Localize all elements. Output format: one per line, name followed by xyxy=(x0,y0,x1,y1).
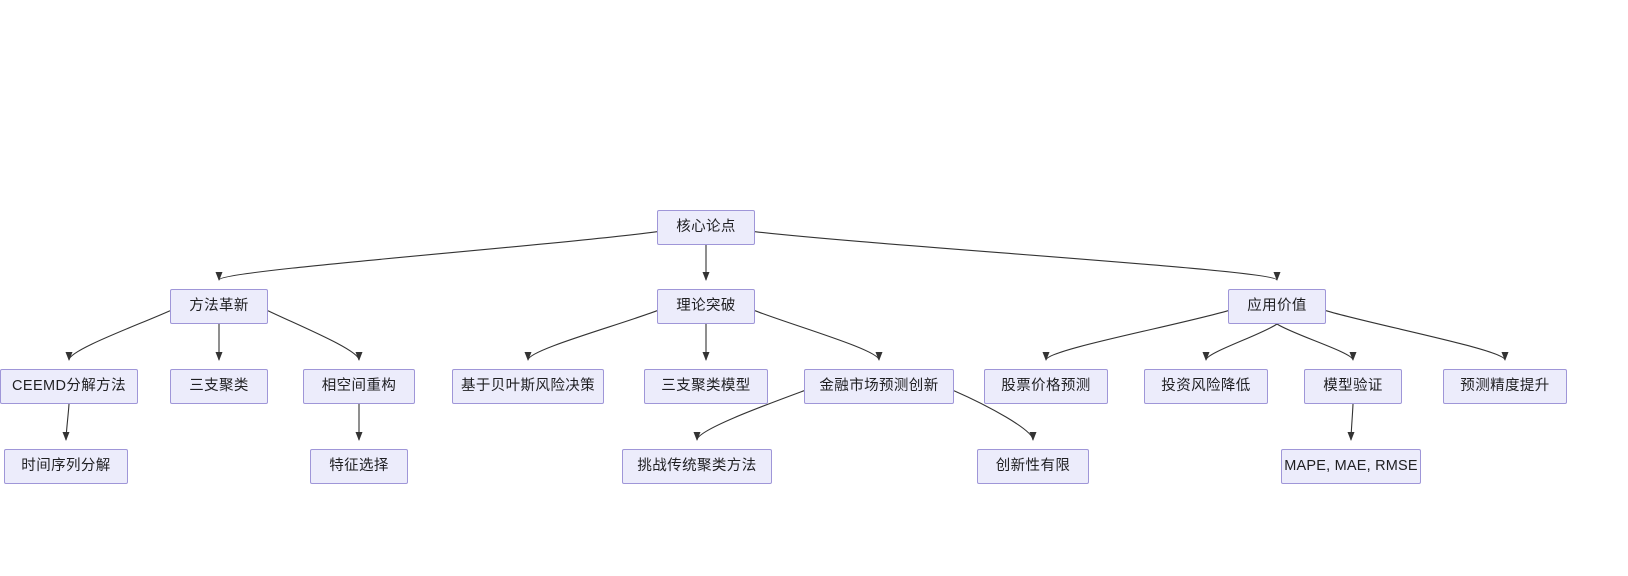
flow-edge-l1a-to-l2c xyxy=(267,310,363,361)
flow-edge-l1c-to-l2j xyxy=(1325,310,1509,361)
flow-edge-l1b-to-l2d xyxy=(524,310,658,361)
flow-node-label: 时间序列分解 xyxy=(21,458,111,475)
flow-node-label: 基于贝叶斯风险决策 xyxy=(460,378,596,395)
flow-node-l3b[interactable]: 特征选择 xyxy=(310,449,408,484)
flow-node-label: 挑战传统聚类方法 xyxy=(637,458,757,475)
flow-node-l1a[interactable]: 方法革新 xyxy=(170,289,268,324)
edge-paths xyxy=(62,231,1509,441)
flow-node-label: 金融市场预测创新 xyxy=(819,378,939,395)
flow-node-label: 三支聚类 xyxy=(189,378,249,395)
flow-node-l2i[interactable]: 模型验证 xyxy=(1304,369,1402,404)
flow-node-l1c[interactable]: 应用价值 xyxy=(1228,289,1326,324)
flow-edge-l1c-to-l2g xyxy=(1042,310,1229,361)
flow-node-label: 应用价值 xyxy=(1247,298,1307,315)
flow-edge-l1b-to-l2f xyxy=(754,310,883,361)
flow-node-label: 三支聚类模型 xyxy=(661,378,751,395)
flow-node-label: 核心论点 xyxy=(676,219,736,236)
flow-node-l2b[interactable]: 三支聚类 xyxy=(170,369,268,404)
flow-node-label: 方法革新 xyxy=(189,298,249,315)
flow-node-l2e[interactable]: 三支聚类模型 xyxy=(644,369,768,404)
flow-node-label: 相空间重构 xyxy=(321,378,397,395)
flow-edge-root-to-l1a xyxy=(215,231,658,281)
flow-node-l1b[interactable]: 理论突破 xyxy=(657,289,755,324)
flow-node-l3a[interactable]: 时间序列分解 xyxy=(4,449,128,484)
flow-node-l2f[interactable]: 金融市场预测创新 xyxy=(804,369,954,404)
flow-node-l3d[interactable]: 创新性有限 xyxy=(977,449,1089,484)
flow-node-label: 投资风险降低 xyxy=(1161,378,1251,395)
flow-node-label: 预测精度提升 xyxy=(1460,378,1550,395)
flow-node-label: MAPE, MAE, RMSE xyxy=(1284,458,1418,475)
flow-node-l3e[interactable]: MAPE, MAE, RMSE xyxy=(1281,449,1421,484)
flow-node-l2h[interactable]: 投资风险降低 xyxy=(1144,369,1268,404)
flow-node-l2a[interactable]: CEEMD分解方法 xyxy=(0,369,138,404)
flow-node-l2j[interactable]: 预测精度提升 xyxy=(1443,369,1567,404)
flow-node-root[interactable]: 核心论点 xyxy=(657,210,755,245)
flow-node-l2d[interactable]: 基于贝叶斯风险决策 xyxy=(452,369,604,404)
flow-node-label: 模型验证 xyxy=(1323,378,1383,395)
flow-node-label: 创新性有限 xyxy=(995,458,1071,475)
flow-edge-l2a-to-l3a xyxy=(62,403,70,441)
flow-edge-root-to-l1c xyxy=(754,231,1281,281)
flow-node-l2g[interactable]: 股票价格预测 xyxy=(984,369,1108,404)
flow-node-label: CEEMD分解方法 xyxy=(12,378,126,395)
flow-node-l3c[interactable]: 挑战传统聚类方法 xyxy=(622,449,772,484)
flow-node-label: 理论突破 xyxy=(676,298,736,315)
flow-edge-l1c-to-l2h xyxy=(1202,323,1278,361)
flow-edge-l1a-to-l2a xyxy=(65,310,171,361)
flow-edge-l2i-to-l3e xyxy=(1347,403,1355,441)
flow-edge-l1c-to-l2i xyxy=(1276,323,1357,361)
flow-node-label: 特征选择 xyxy=(329,458,389,475)
flow-node-l2c[interactable]: 相空间重构 xyxy=(303,369,415,404)
flow-node-label: 股票价格预测 xyxy=(1001,378,1091,395)
